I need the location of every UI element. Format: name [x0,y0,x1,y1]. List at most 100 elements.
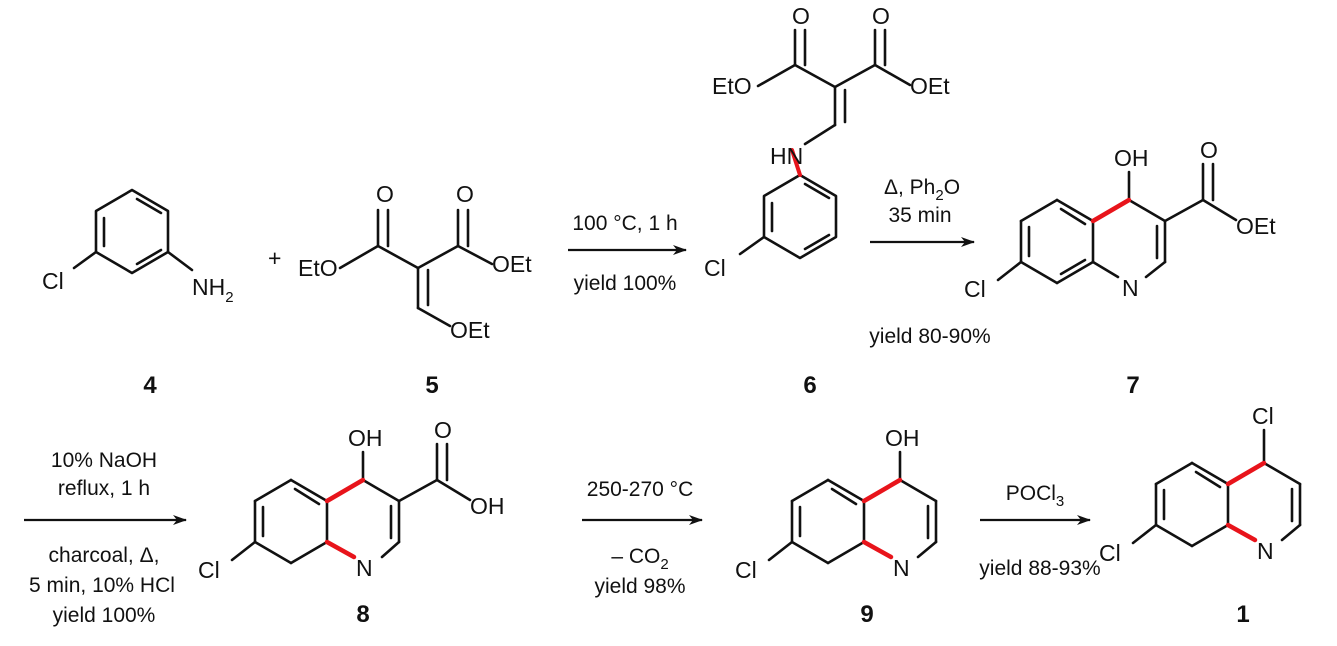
compound-1-bond [1262,461,1302,486]
step-4: 250-270 °C – CO2 yield 98% [582,478,703,598]
step-2-above-1: Δ, Ph2O [884,176,960,204]
compound-5-o1-label: O [376,181,394,207]
compound-7-new-bond [1090,197,1132,224]
compound-8-bonds [230,442,472,565]
compound-9-oh-label: OH [885,425,920,451]
step-3-above-2: reflux, 1 h [58,477,150,500]
compound-9-bond [830,487,858,506]
compound-9-number: 9 [860,601,873,628]
compound-1-new-bond-2 [1225,522,1258,543]
step-1-above: 100 °C, 1 h [572,212,677,235]
compound-1-bond [1154,461,1194,486]
compound-4-ring-double-3 [135,248,163,266]
compound-8-new-bond-2 [324,539,357,560]
compound-4-number: 4 [143,372,157,399]
compound-6-cl-label: Cl [704,255,726,281]
compound-9-n-label: N [893,555,910,581]
compound-7-bond [1055,260,1095,285]
compound-5-bond [338,244,380,270]
compound-4-nh2-label: NH2 [192,274,234,306]
compound-5-oet-label: OEt [492,251,532,277]
compound-7-bond [1127,198,1167,223]
compound-7-bond [1059,258,1087,276]
compound-7-bond [996,260,1023,282]
step-3: 10% NaOH reflux, 1 h charcoal, Δ, 5 min,… [24,449,187,627]
compound-8-bond [253,540,293,565]
step-2: Δ, Ph2O 35 min yield 80-90% [869,176,990,348]
compound-6-bond [803,233,831,251]
plus-sign: + [268,245,281,271]
compound-7-bond [1144,260,1167,279]
compound-4-bonds [72,188,194,275]
compound-6-oet-label: OEt [910,73,950,99]
compound-9-bond [767,540,794,562]
compound-1-bond [1190,523,1230,548]
compound-8-bond [397,478,439,503]
compound-9-new-bond-1 [861,477,903,504]
compound-1: Cl N Cl 1 [1099,403,1302,628]
compound-1-bond [1190,461,1230,486]
compound-6-number: 6 [803,372,816,399]
compound-9-bonds [767,450,938,565]
compound-7-oet-label: OEt [1236,213,1276,239]
step-5: POCl3 yield 88-93% [979,482,1100,580]
compound-6-bond [793,63,837,89]
compound-6-bond [738,235,766,256]
step-4-below-1: – CO2 [611,545,668,573]
compound-8-bond [289,478,329,503]
compound-6-bond [803,182,831,200]
compound-1-bond [1194,470,1222,489]
compound-9-bond [916,540,938,559]
step-2-below: yield 80-90% [869,325,990,348]
step-1: 100 °C, 1 h yield 100% [568,212,687,295]
compound-7-o-label: O [1200,137,1218,163]
compound-6-o1-label: O [792,3,810,29]
compound-9-bond [898,478,938,503]
compound-8-bond [435,478,472,502]
compound-6-bond [756,63,797,88]
step-3-below-1: charcoal, Δ, [49,544,160,567]
compound-9-bond [826,478,866,503]
compound-7-bond [1019,198,1059,223]
compound-8-oh2-label: OH [470,493,505,519]
compound-6-bond [833,63,877,89]
compound-4-ring-double-2 [135,197,163,215]
compound-5: O O EtO OEt OEt 5 [298,181,532,399]
compound-6-bond [873,63,912,87]
compound-8-bond [380,540,401,559]
compound-8-o-label: O [434,417,452,443]
compound-1-new-bond-1 [1225,460,1267,487]
step-3-below-2: 5 min, 10% HCl [29,574,175,597]
compound-8-bond [293,487,321,506]
compound-1-bonds [1131,428,1302,548]
compound-7-bond [1019,260,1059,285]
compound-9-new-bond-2 [861,539,894,560]
compound-8-cl-label: Cl [198,557,220,583]
compound-8-new-bond-1 [324,477,366,504]
step-3-below-3: yield 100% [53,604,156,627]
compound-8-number: 8 [356,601,369,628]
compound-4-cl-bond [72,250,98,270]
compound-7-oh-label: OH [1114,145,1149,171]
step-2-above-2: 35 min [888,204,951,227]
compound-5-bonds [338,208,494,328]
compound-6-eto-label: EtO [712,73,752,99]
compound-5-bond [376,244,420,270]
compound-1-bond [1131,523,1158,545]
compound-9: OH N Cl 9 [735,425,938,628]
compound-8-n-label: N [356,555,373,581]
compound-6: O O EtO OEt HN Cl 6 [704,3,950,399]
compound-6-bond [803,123,837,146]
compound-7-bond [1055,198,1095,223]
compound-5-bond [416,244,460,270]
compound-8-bond [361,478,401,503]
compound-7: OH O OEt N Cl 7 [964,137,1276,399]
compound-7-bond [1059,207,1087,226]
compound-7-cl-label: Cl [964,276,986,302]
compound-4-n-bond [166,250,194,272]
compound-9-bond [790,478,830,503]
compound-1-cl-label: Cl [1099,540,1121,566]
compound-6-hn-label: HN [770,143,803,169]
compound-4: Cl NH2 4 [42,188,234,399]
